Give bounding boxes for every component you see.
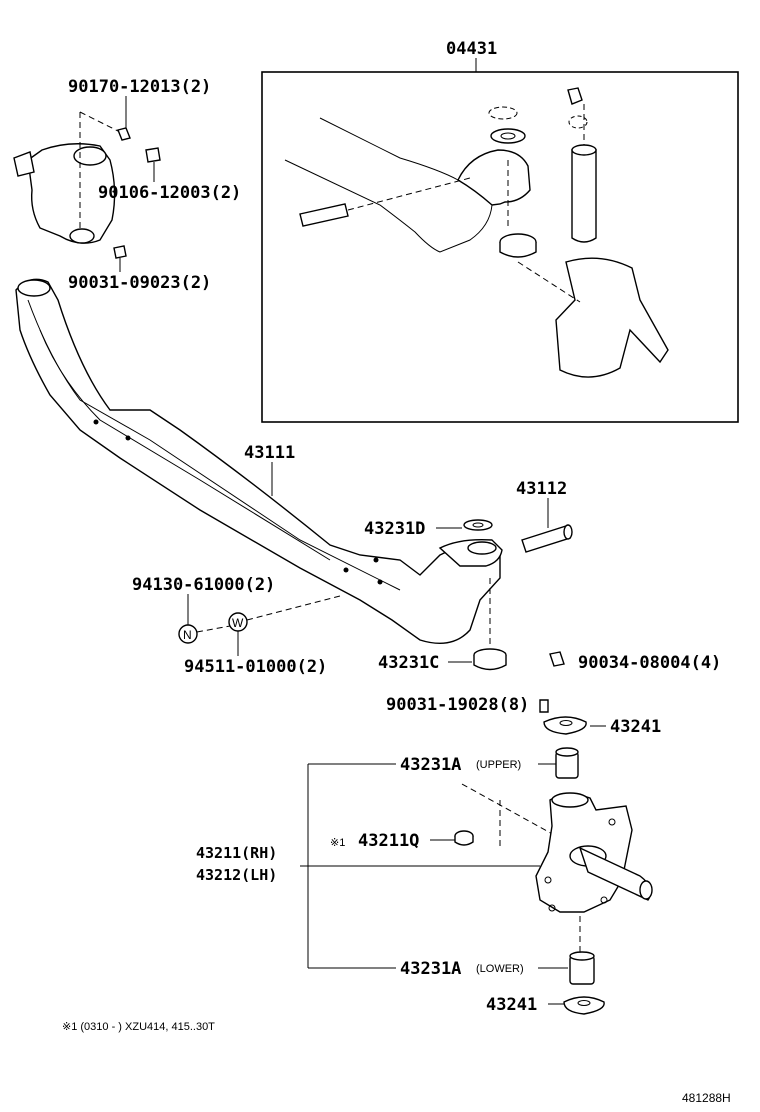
label-bearing-c[interactable]: 43231C xyxy=(378,653,439,673)
label-cover-bottom[interactable]: 43241 xyxy=(486,995,537,1015)
label-grease-nipple[interactable]: 90034-08004(4) xyxy=(578,653,721,673)
label-bolt-8[interactable]: 90031-19028(8) xyxy=(386,695,529,715)
nut-washer-group: 94130-61000(2) N W 94511-01000(2) xyxy=(132,575,341,677)
king-pin-group: 43112 43231D xyxy=(364,479,573,553)
footnote: ※1 (0310 - ) XZU414, 415..30T xyxy=(62,1021,215,1033)
label-bushing-upper-note: (UPPER) xyxy=(476,759,521,771)
label-king-pin[interactable]: 43112 xyxy=(516,479,567,499)
label-bushing-lower[interactable]: 43231A xyxy=(400,959,461,979)
washer-marker-letter: W xyxy=(232,616,244,630)
kit-box: 04431 xyxy=(261,39,739,423)
nut-marker xyxy=(178,624,198,644)
diagram-id: 481288H xyxy=(682,1091,731,1105)
label-bushing-upper[interactable]: 43231A xyxy=(400,755,461,775)
bearing-group: 43231C 90034-08004(4) 90031-19028(8) xyxy=(378,578,721,715)
label-axle-beam[interactable]: 43111 xyxy=(244,443,295,463)
kit-label[interactable]: 04431 xyxy=(446,39,497,59)
label-seal[interactable]: 43211Q xyxy=(358,831,419,851)
label-washer-d[interactable]: 43231D xyxy=(364,519,425,539)
label-knuckle-rh[interactable]: 43211(RH) xyxy=(196,844,277,862)
label-bolt-lower[interactable]: 90031-09023(2) xyxy=(68,273,211,293)
label-knuckle-lh[interactable]: 43212(LH) xyxy=(196,866,277,884)
label-bolt-top[interactable]: 90170-12013(2) xyxy=(68,77,211,97)
knuckle-group: 43241 43231A (UPPER) 43211(RH) 43212(LH)… xyxy=(196,716,661,1015)
axle-beam: 43111 xyxy=(15,278,503,644)
label-washer-w[interactable]: 94511-01000(2) xyxy=(184,657,327,677)
label-cover-top[interactable]: 43241 xyxy=(610,717,661,737)
label-bushing-lower-note: (LOWER) xyxy=(476,963,524,975)
note-ref: ※1 xyxy=(330,837,345,849)
nut-marker-letter: N xyxy=(183,628,192,642)
upper-left-assembly: 90170-12013(2) 90106-12003(2) 90031-0902… xyxy=(13,77,241,293)
label-nipple[interactable]: 90106-12003(2) xyxy=(98,183,241,203)
label-nut[interactable]: 94130-61000(2) xyxy=(132,575,275,595)
